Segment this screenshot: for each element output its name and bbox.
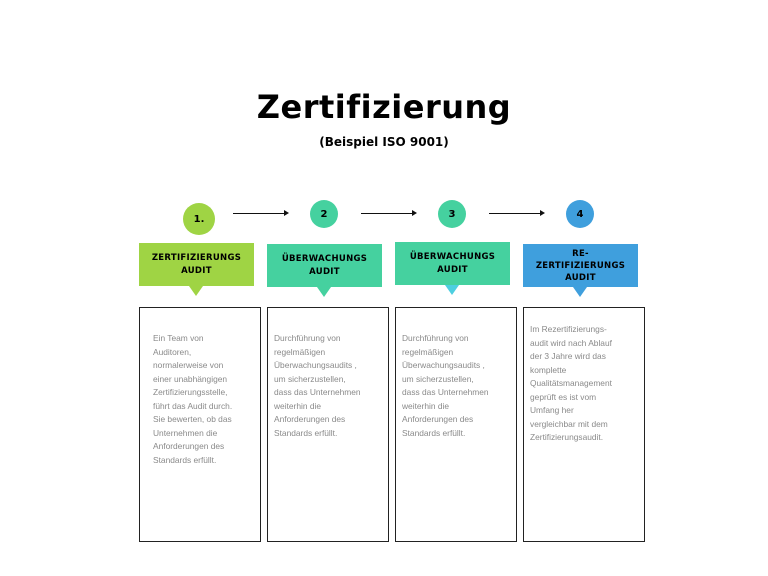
step-4-number: 4 (576, 208, 584, 220)
step-4-number-circle: 4 (566, 200, 594, 228)
step-4-stage-label: RE- ZERTIFIZIERUNGS AUDIT (535, 248, 626, 283)
step-4-pointer (573, 287, 587, 297)
step-4-description: Im Rezertifizierungs- audit wird nach Ab… (530, 324, 612, 442)
step-1-description: Ein Team von Auditoren, normalerweise vo… (153, 333, 233, 465)
step-3-number: 3 (448, 208, 456, 220)
step-2-number-circle: 2 (310, 200, 338, 228)
step-2-stage-box: ÜBERWACHUNGS AUDIT (267, 244, 382, 287)
arrow-1-to-2 (233, 210, 289, 216)
page-subtitle: (Beispiel ISO 9001) (319, 135, 449, 149)
step-2-stage-label: ÜBERWACHUNGS AUDIT (281, 254, 368, 277)
step-1-number: 1. (193, 213, 205, 225)
step-2-pointer (317, 287, 331, 297)
step-1-description-box: Ein Team von Auditoren, normalerweise vo… (139, 307, 261, 542)
step-2-description: Durchführung von regelmäßigen Überwachun… (274, 333, 361, 438)
arrow-2-to-3 (361, 210, 417, 216)
arrow-3-to-4 (489, 210, 545, 216)
step-2-description-box: Durchführung von regelmäßigen Überwachun… (267, 307, 389, 542)
step-3-description-box: Durchführung von regelmäßigen Überwachun… (395, 307, 517, 542)
step-3-stage-label: ÜBERWACHUNGS AUDIT (409, 252, 496, 275)
page-title: Zertifizierung (256, 88, 512, 126)
step-4-stage-box: RE- ZERTIFIZIERUNGS AUDIT (523, 244, 638, 287)
step-1-number-circle: 1. (183, 203, 215, 235)
step-1-stage-label: ZERTIFIZIERUNGS AUDIT (151, 253, 242, 276)
step-1-stage-box: ZERTIFIZIERUNGS AUDIT (139, 243, 254, 286)
step-4-description-box: Im Rezertifizierungs- audit wird nach Ab… (523, 307, 645, 542)
step-1-pointer (189, 286, 203, 296)
step-3-description: Durchführung von regelmäßigen Überwachun… (402, 333, 489, 438)
step-3-stage-box: ÜBERWACHUNGS AUDIT (395, 242, 510, 285)
step-2-number: 2 (320, 208, 328, 220)
step-3-pointer (445, 285, 459, 295)
step-3-number-circle: 3 (438, 200, 466, 228)
